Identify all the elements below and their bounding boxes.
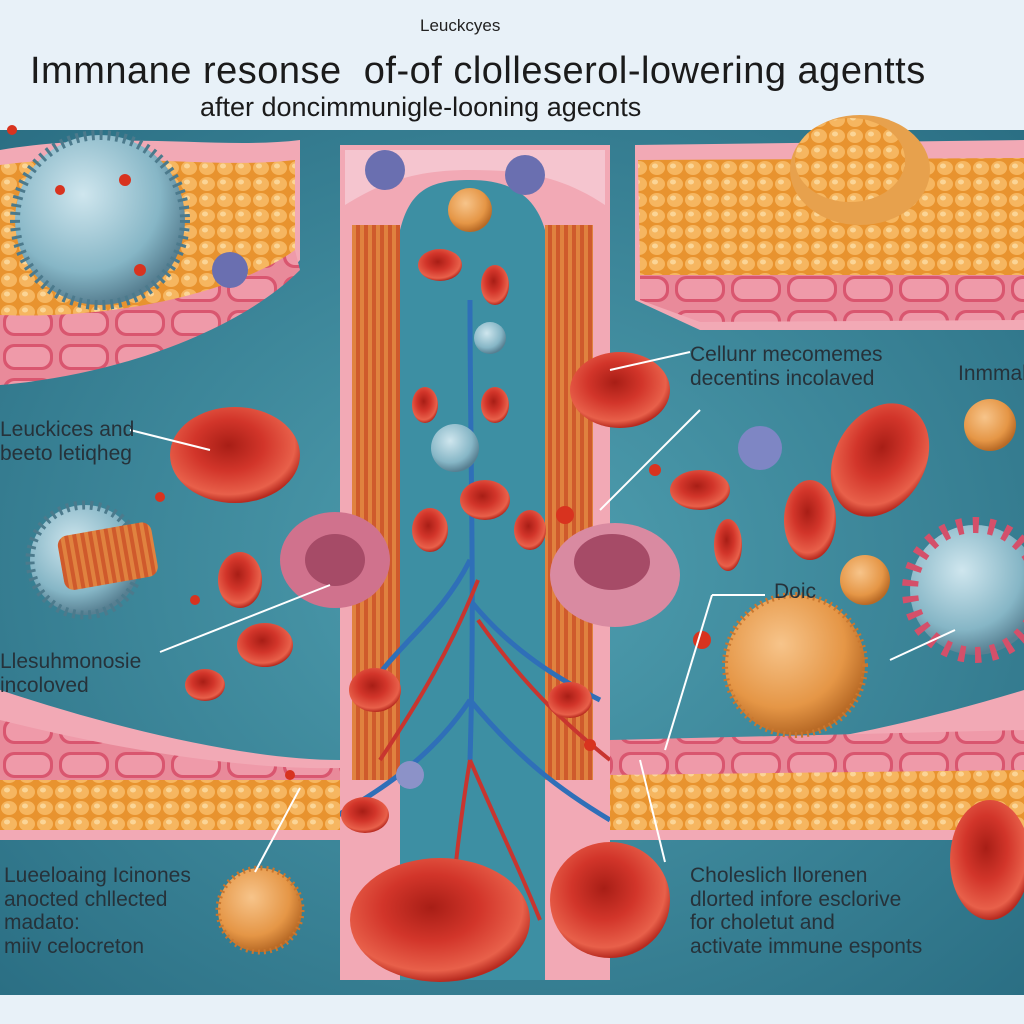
- ring-structures: [280, 512, 680, 627]
- label-leukocytes: Leuckices and beeto letiqheg: [0, 418, 135, 465]
- label-cellular-mechanisms: Cellunr mecomemes decentins incolaved: [690, 343, 883, 390]
- particles: [7, 125, 711, 780]
- page-subtitle: after doncimmunigle-looning agecnts: [200, 92, 642, 122]
- page-title: Immnane resonse of-of clolleserol-loweri…: [30, 50, 926, 92]
- label-monocyte: Llesuhmonosie incoloved: [0, 650, 142, 697]
- label-inflammation: Inmmal: [958, 362, 1024, 385]
- pointer-lines: [129, 351, 956, 873]
- label-dioic: Doic: [774, 580, 817, 603]
- label-bottom-left: Lueeloaing Icinones anocted chllected ma…: [4, 864, 191, 958]
- red-blood-cells: [170, 249, 1024, 982]
- immune-cells: [10, 130, 1024, 955]
- label-bottom-right: Choleslich llorenen dlorted infore esclo…: [690, 864, 923, 958]
- right-vessel-segment: [635, 115, 1024, 330]
- top-caption: Leuckcyes: [420, 16, 501, 35]
- bottom-vessel-wall: [0, 690, 1024, 840]
